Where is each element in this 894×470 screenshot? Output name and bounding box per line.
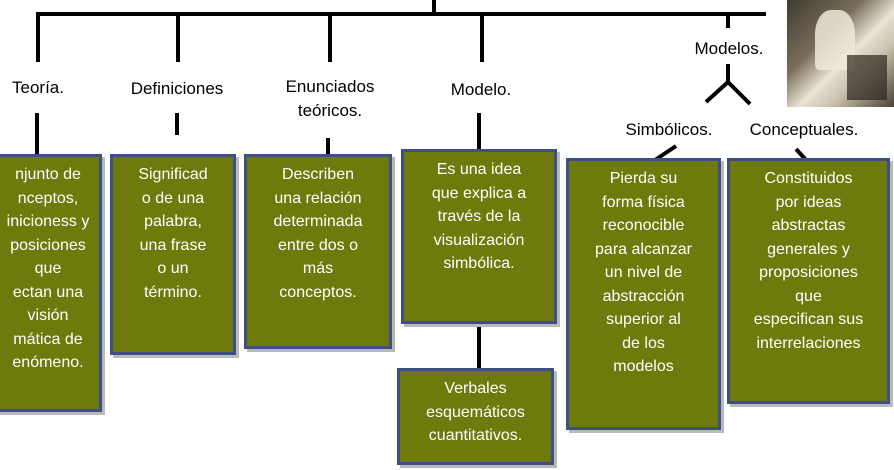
- box-conceptuales-text: Constituidos por ideas abstractas genera…: [753, 170, 864, 352]
- box-enunciados-text: Describen una relación determinada entre…: [273, 166, 363, 301]
- connector-teoria-down: [35, 113, 39, 157]
- box-definiciones: Significad o de una palabra, una frase o…: [110, 154, 236, 355]
- node-definiciones: Definiciones: [130, 79, 224, 98]
- connector-horizontal-bar: [36, 12, 766, 16]
- connector-modelo-up: [480, 12, 484, 62]
- node-enunciados: Enunciados teóricos.: [285, 77, 375, 120]
- connector-modelos-stem: [726, 64, 730, 84]
- node-conceptuales: Conceptuales.: [749, 120, 859, 139]
- node-teoria: Teoría.: [12, 78, 64, 97]
- box-modelo-text: Es una idea que explica a través de la v…: [431, 161, 527, 272]
- box-simbolicos-text: Pierda su forma física reconocible para …: [595, 170, 692, 375]
- connector-modelo-verbales: [477, 322, 481, 370]
- connector-modelo-down: [477, 113, 481, 151]
- corner-photo: [787, 0, 894, 107]
- box-enunciados: Describen una relación determinada entre…: [244, 154, 392, 349]
- node-simbolicos: Simbólicos.: [625, 120, 713, 139]
- box-verbales-text: Verbales esquemáticos cuantitativos.: [426, 380, 525, 444]
- box-teoria: njunto de nceptos, inicioness y posicion…: [0, 154, 102, 412]
- box-definiciones-text: Significad o de una palabra, una frase o…: [138, 166, 208, 301]
- connector-teoria-up: [36, 12, 40, 62]
- connector-enunciados-up: [328, 12, 332, 62]
- connector-definiciones-down: [175, 113, 179, 135]
- connector-modelos-up: [726, 12, 730, 28]
- connector-top-vertical: [432, 0, 436, 14]
- box-simbolicos: Pierda su forma física reconocible para …: [566, 158, 721, 430]
- box-verbales: Verbales esquemáticos cuantitativos.: [397, 368, 554, 465]
- box-modelo: Es una idea que explica a través de la v…: [401, 149, 557, 324]
- box-teoria-text: njunto de nceptos, inicioness y posicion…: [6, 166, 90, 371]
- connector-enunciados-down: [326, 138, 330, 157]
- node-modelos: Modelos.: [694, 39, 764, 58]
- box-conceptuales: Constituidos por ideas abstractas genera…: [727, 158, 890, 404]
- node-modelo: Modelo.: [450, 80, 512, 99]
- connector-definiciones-up: [176, 12, 180, 62]
